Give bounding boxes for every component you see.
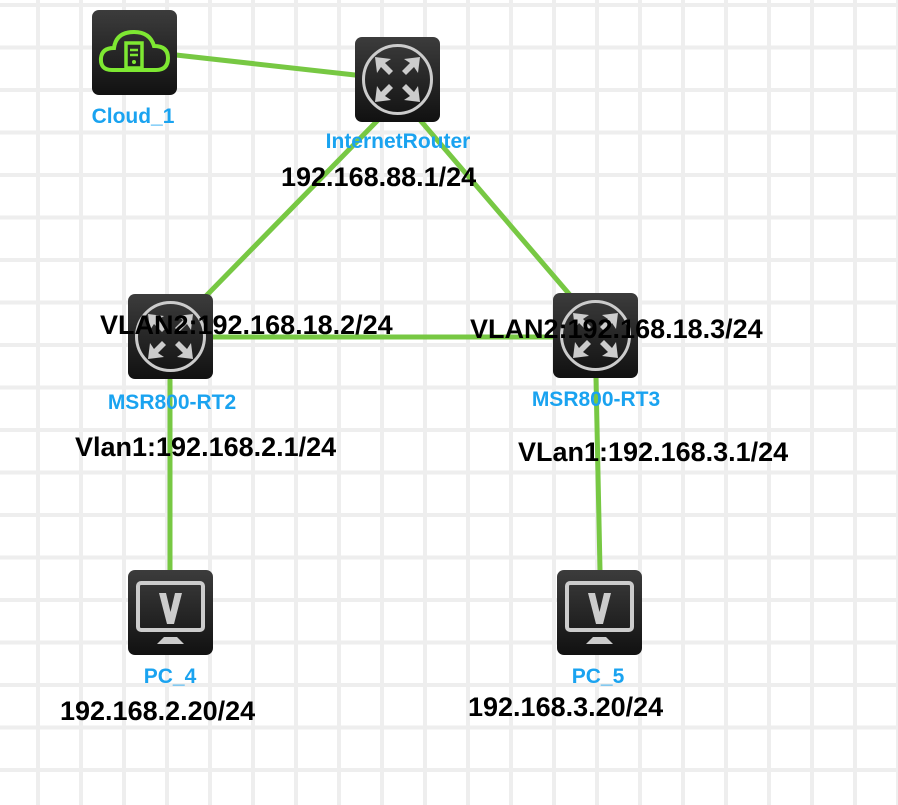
pc4-ip: 192.168.2.20/24 (60, 696, 256, 726)
link-rt3-pc5[interactable] (593, 375, 603, 573)
rt2-node[interactable] (128, 294, 213, 379)
internet-router-node[interactable] (355, 37, 440, 122)
router-icon (362, 44, 433, 115)
link-router-rt2[interactable] (202, 117, 381, 300)
cloud-server-icon (98, 29, 171, 72)
pc4-node[interactable] (128, 570, 213, 655)
link-router-rt3[interactable] (417, 117, 573, 298)
pc4-label: PC_4 (143, 665, 197, 688)
pc-monitor-icon (136, 581, 205, 644)
router-icon (135, 301, 206, 372)
rt3-vlan1-ip: VLan1:192.168.3.1/24 (518, 437, 789, 467)
rt2-label: MSR800-RT2 (107, 391, 237, 414)
pc5-label: PC_5 (571, 665, 625, 688)
internet-router-ip: 192.168.88.1/24 (281, 162, 477, 192)
cloud-label: Cloud_1 (91, 105, 175, 128)
pc5-node[interactable] (557, 570, 642, 655)
rt3-label: MSR800-RT3 (531, 388, 661, 411)
rt2-vlan2-ip: VLAN2:192.168.18.2/24 (100, 310, 393, 340)
router-icon (560, 300, 631, 371)
rt3-vlan2-ip: VLAN2:192.168.18.3/24 (470, 314, 763, 344)
rt3-node[interactable] (553, 293, 638, 378)
internet-router-label: InternetRouter (325, 130, 471, 153)
link-cloud-router[interactable] (173, 52, 358, 78)
rt2-vlan1-ip: Vlan1:192.168.2.1/24 (75, 432, 337, 462)
cloud-node[interactable] (92, 10, 177, 95)
pc-monitor-icon (565, 581, 634, 644)
pc5-ip: 192.168.3.20/24 (468, 692, 664, 722)
